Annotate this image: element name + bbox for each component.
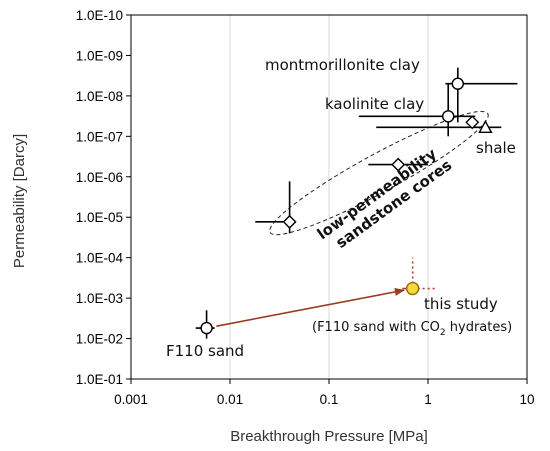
data-point [368, 157, 428, 172]
data-point [195, 310, 215, 339]
data-point [358, 83, 476, 137]
data-point [376, 119, 502, 134]
y-tick-label: 1.0E-02 [76, 332, 123, 347]
y-tick-label: 1.0E-06 [76, 170, 123, 185]
data-point [465, 115, 480, 130]
marker-circle [200, 321, 213, 335]
x-tick-label: 10 [519, 392, 534, 407]
data-point [402, 257, 436, 296]
label-montmorillonite: montmorillonite clay [265, 56, 420, 74]
label-sandstone: low-permeability sandstone cores [314, 145, 455, 252]
y-tick-label: 1.0E-05 [76, 210, 123, 225]
y-tick-label: 1.0E-10 [76, 8, 123, 23]
marker-this-study [405, 281, 420, 296]
label-f110: F110 sand [166, 342, 244, 360]
x-tick-label: 0.1 [320, 392, 339, 407]
marker-circle [451, 77, 465, 90]
axes [126, 14, 528, 384]
y-tick-label: 1.0E-01 [76, 372, 123, 387]
x-tick-label: 0.01 [217, 392, 243, 407]
marker-triangle [478, 119, 493, 134]
marker-diamond [391, 157, 406, 172]
tick-labels: 1.0E-10 1.0E-09 1.0E-08 1.0E-07 1.0E-06 1.0E-… [76, 8, 535, 407]
label-this-study: this study [424, 295, 498, 313]
marker-circle [442, 110, 455, 123]
axis-title-y: Permeability [Darcy] [11, 134, 28, 268]
label-shale: shale [476, 139, 516, 157]
data-points [195, 67, 518, 339]
x-tick-label: 0.001 [114, 392, 148, 407]
axis-title-x: Breakthrough Pressure [MPa] [230, 428, 428, 445]
grid-lines [229, 15, 429, 379]
trend-arrow [216, 288, 405, 327]
label-kaolinite: kaolinite clay [325, 95, 424, 113]
data-point [445, 67, 518, 123]
y-tick-label: 1.0E-04 [76, 251, 124, 266]
y-tick-label: 1.0E-07 [76, 129, 123, 144]
y-tick-label: 1.0E-09 [76, 48, 123, 63]
sandstone-cores-ellipse [269, 110, 489, 236]
x-tick-label: 1 [424, 392, 432, 407]
y-tick-label: 1.0E-03 [76, 291, 123, 306]
marker-diamond [282, 214, 297, 229]
marker-diamond [465, 115, 480, 130]
label-this-study-sub: (F110 sand with CO2 hydrates) [312, 320, 512, 338]
data-point [255, 181, 297, 234]
y-tick-label: 1.0E-08 [76, 89, 123, 104]
